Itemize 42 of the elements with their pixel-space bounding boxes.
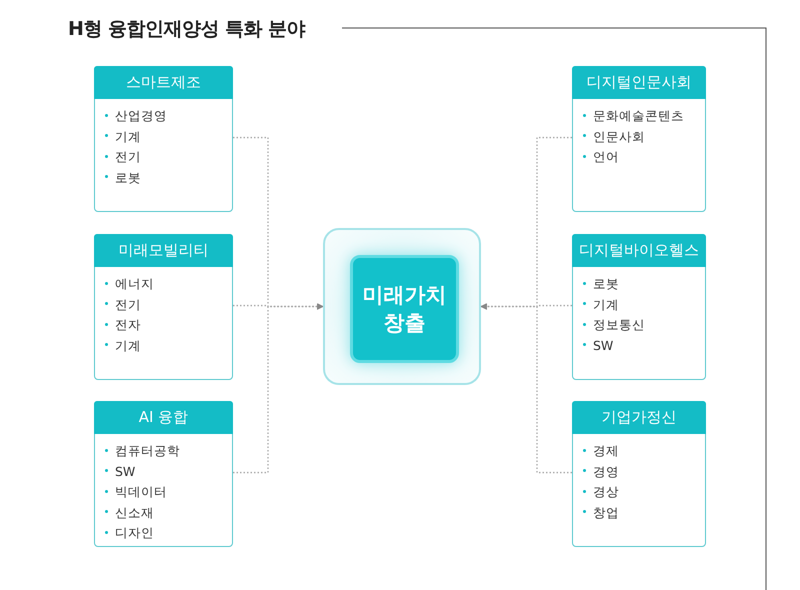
center-label: 미래가치 창출	[362, 282, 448, 337]
connector-arrow	[233, 303, 324, 474]
card-header: 디지털바이오헬스	[572, 234, 706, 267]
list-item: 인문사회	[583, 126, 645, 147]
diagram-title: H형 융합인재양성 특화 분야	[68, 17, 306, 42]
card-header: AI 융합	[94, 401, 233, 434]
list-item: SW	[583, 336, 614, 356]
list-item: 경영	[583, 462, 619, 482]
list-item: 기계	[583, 294, 619, 315]
list-item: 컴퓨터공학	[105, 441, 180, 462]
list-item: 경제	[583, 441, 619, 462]
list-item: 에너지	[105, 274, 154, 294]
center-box	[350, 255, 459, 363]
card-header: 디지털인문사회	[572, 66, 706, 99]
list-item: 창업	[583, 502, 619, 523]
connector-arrow	[480, 303, 572, 474]
list-item: 신소재	[105, 502, 154, 523]
card-header: 스마트제조	[94, 66, 233, 99]
category-card	[572, 401, 706, 547]
list-item: 정보통신	[583, 315, 645, 336]
list-item: 기계	[105, 126, 141, 147]
category-card	[572, 234, 706, 380]
card-header: 미래모빌리티	[94, 234, 233, 267]
list-item: 산업경영	[105, 106, 167, 126]
list-item: 언어	[583, 147, 619, 168]
glow-panel	[323, 228, 481, 385]
list-item: 디자인	[105, 523, 154, 544]
list-item: 기계	[105, 336, 141, 356]
category-card	[94, 401, 233, 547]
category-card	[572, 66, 706, 212]
category-card	[94, 66, 233, 212]
list-item: 빅데이터	[105, 482, 167, 502]
list-item: SW	[105, 462, 136, 482]
list-item: 문화예술콘텐츠	[583, 106, 684, 126]
list-item: 경상	[583, 482, 619, 502]
list-item: 전기	[105, 147, 141, 168]
list-item: 로봇	[105, 168, 141, 188]
card-header: 기업가정신	[572, 401, 706, 434]
category-card	[94, 234, 233, 380]
list-item: 전기	[105, 294, 141, 315]
list-item: 로봇	[583, 274, 619, 294]
list-item: 전자	[105, 315, 141, 336]
